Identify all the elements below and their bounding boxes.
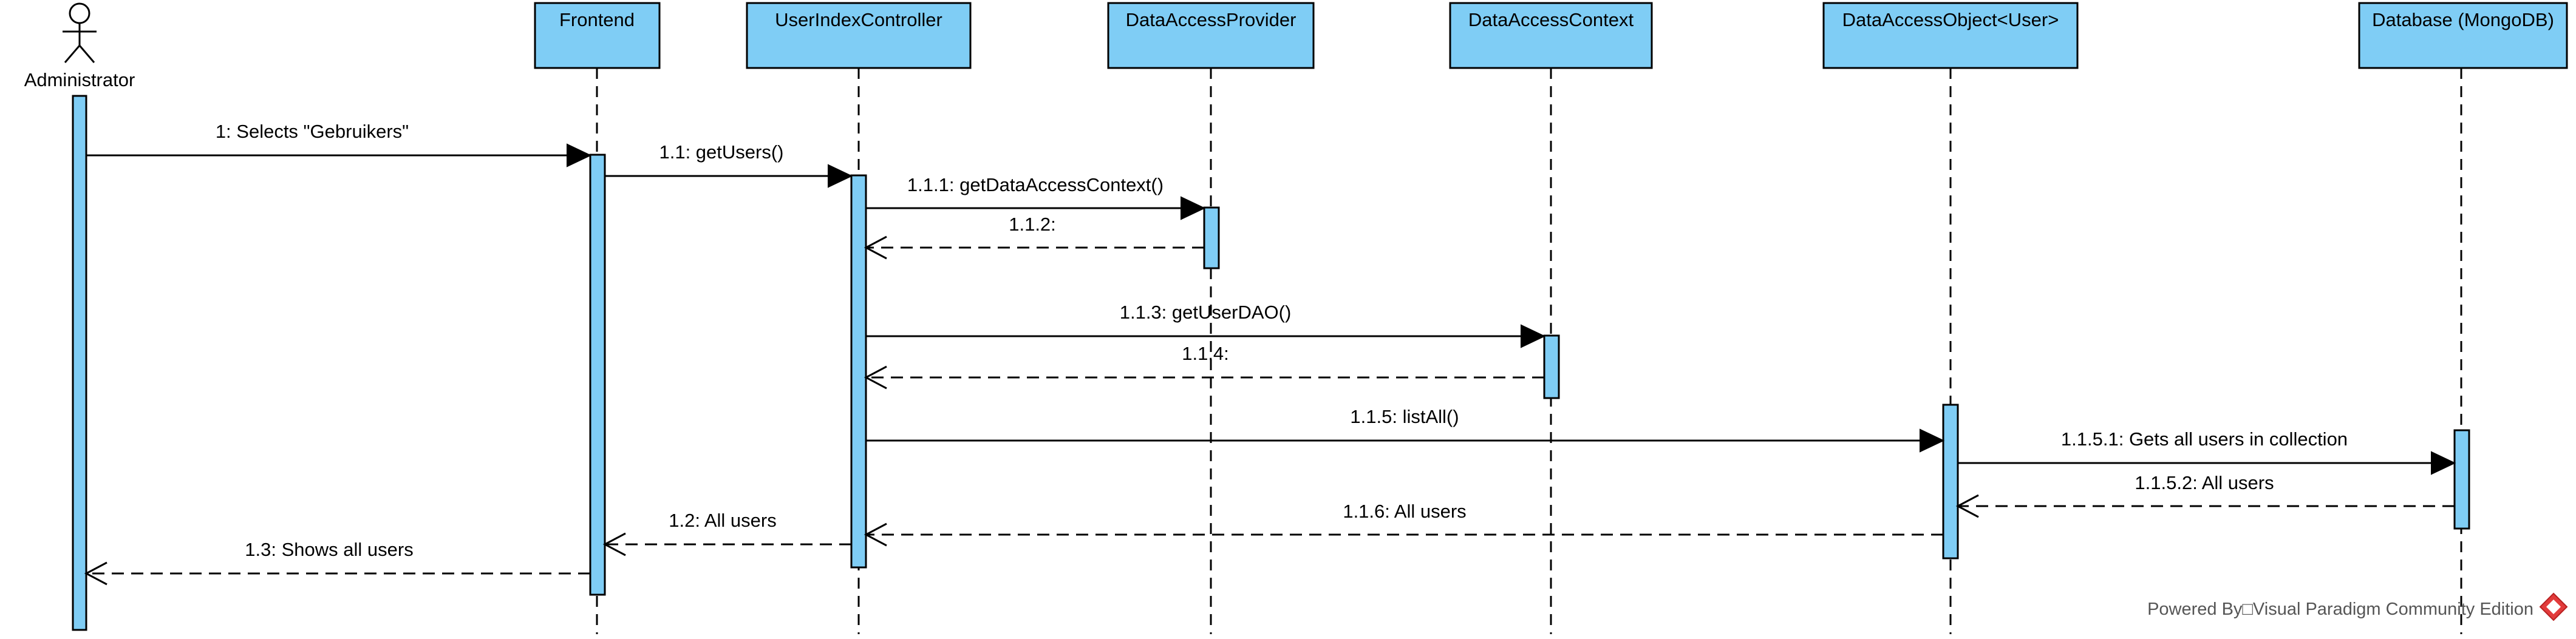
actor-administrator: Administrator (24, 2, 135, 90)
participant-dataaccessobject: DataAccessObject<User> (1822, 2, 2079, 69)
message-1-1-6-label: 1.1.6: All users (1343, 501, 1466, 522)
footer-text: Powered By□Visual Paradigm Community Edi… (2147, 600, 2533, 619)
message-1-1-4: 1.1.4: (864, 343, 1544, 390)
activation-dataaccessobject (1942, 404, 1959, 560)
message-1-2-label: 1.2: All users (669, 510, 776, 531)
participant-frontend-label: Frontend (559, 9, 635, 30)
visual-paradigm-logo-icon (2539, 592, 2568, 621)
message-1-3-label: 1.3: Shows all users (245, 539, 413, 560)
message-1-1-6: 1.1.6: All users (864, 501, 1943, 547)
message-1-1-label: 1.1: getUsers() (659, 141, 783, 163)
activation-database (2453, 429, 2470, 530)
participant-dataaccesscontext-label: DataAccessContext (1468, 9, 1634, 30)
activation-userindexcontroller (850, 174, 867, 569)
message-1-1-5: 1.1.5: listAll() (866, 406, 1945, 453)
message-1-3: 1.3: Shows all users (84, 539, 590, 586)
message-1-1-1-label: 1.1.1: getDataAccessContext() (907, 174, 1164, 195)
participant-database: Database (MongoDB) (2358, 2, 2568, 69)
activation-dataaccessprovider (1203, 206, 1220, 269)
message-1-1-2-label: 1.1.2: (1009, 214, 1056, 235)
participant-dataaccessprovider: DataAccessProvider (1107, 2, 1315, 69)
actor-leg-right (78, 45, 95, 63)
message-1-1-4-label: 1.1.4: (1182, 343, 1229, 364)
message-1-1-3-label: 1.1.3: getUserDAO() (1120, 302, 1292, 323)
message-1-1: 1.1: getUsers() (605, 141, 853, 188)
participant-dataaccessprovider-label: DataAccessProvider (1126, 9, 1297, 30)
participant-database-label: Database (MongoDB) (2372, 9, 2554, 30)
participant-userindexcontroller-label: UserIndexController (775, 9, 942, 30)
actor-leg-left (64, 45, 81, 63)
activation-administrator (72, 95, 87, 631)
message-1-1-5-1-label: 1.1.5.1: Gets all users in collection (2061, 428, 2348, 450)
participant-dataaccesscontext: DataAccessContext (1449, 2, 1653, 69)
message-1: 1: Selects "Gebruikers" (86, 121, 592, 167)
actor-head (69, 2, 90, 24)
message-1-label: 1: Selects "Gebruikers" (216, 121, 409, 142)
message-1-1-1: 1.1.1: getDataAccessContext() (866, 174, 1206, 220)
message-1-1-5-2: 1.1.5.2: All users (1955, 472, 2455, 518)
message-1-2: 1.2: All users (602, 510, 851, 556)
activation-frontend (589, 154, 606, 596)
activation-dataaccesscontext (1543, 334, 1560, 399)
message-1-1-3: 1.1.3: getUserDAO() (866, 302, 1546, 348)
message-1-1-5-2-label: 1.1.5.2: All users (2135, 472, 2274, 493)
message-1-1-5-1: 1.1.5.1: Gets all users in collection (1958, 428, 2456, 475)
message-1-1-2: 1.1.2: (864, 214, 1204, 260)
participant-frontend: Frontend (534, 2, 661, 69)
participant-userindexcontroller: UserIndexController (746, 2, 972, 69)
message-1-1-5-label: 1.1.5: listAll() (1350, 406, 1459, 427)
actor-label: Administrator (24, 69, 135, 90)
participant-dataaccessobject-label: DataAccessObject<User> (1842, 9, 2059, 30)
